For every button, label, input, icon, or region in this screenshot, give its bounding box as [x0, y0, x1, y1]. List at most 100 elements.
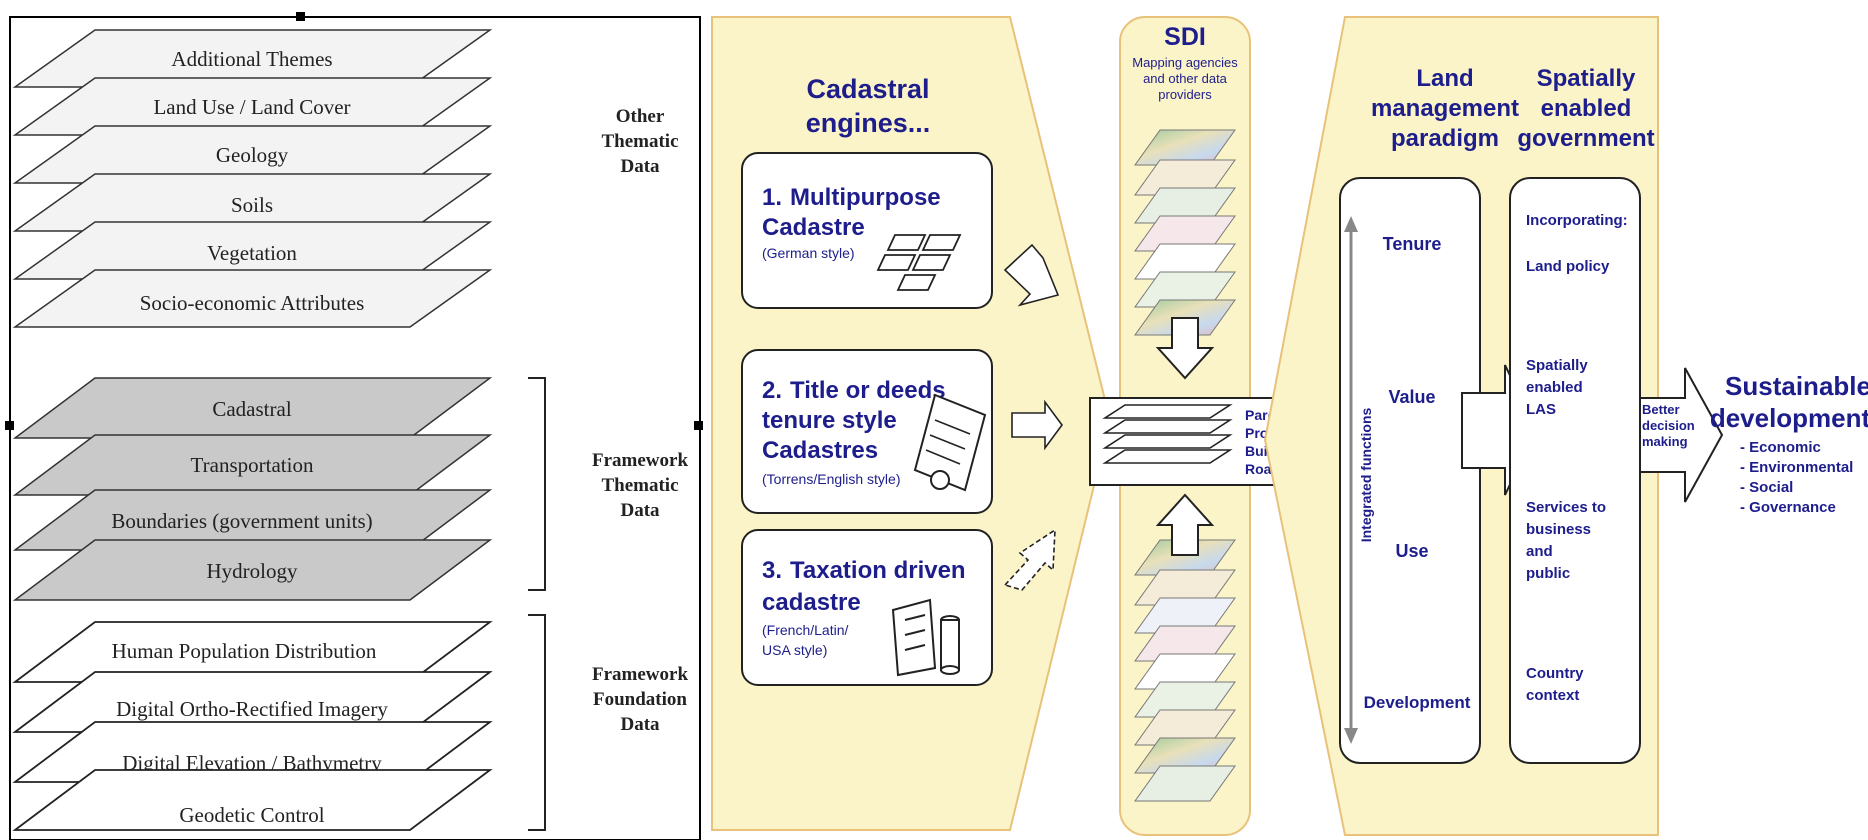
svg-text:Tenure: Tenure	[1383, 234, 1442, 254]
svg-text:Data: Data	[620, 156, 660, 177]
layer-population: Human Population Distribution	[112, 639, 377, 663]
decision-arrow: Better decision making	[1639, 367, 1724, 503]
svg-text:development: development	[1710, 403, 1868, 433]
parcels-icon	[876, 234, 962, 291]
svg-text:Cadastres: Cadastres	[762, 437, 878, 464]
svg-text:(French/Latin/: (French/Latin/	[762, 622, 848, 638]
layer-soils: Soils	[231, 193, 273, 217]
svg-text:tenure style: tenure style	[762, 407, 897, 434]
arrow-up	[1155, 493, 1215, 556]
svg-text:Framework: Framework	[592, 450, 688, 471]
sustainable-development: Sustainable development - Economic - Env…	[1710, 371, 1868, 516]
group-labels: Other Thematic Data Framework Thematic D…	[528, 106, 688, 831]
layer-stack-panel: Additional Themes Land Use / Land Cover …	[5, 12, 703, 840]
arrow-box3	[1003, 528, 1056, 591]
svg-text:Mapping agencies: Mapping agencies	[1132, 55, 1238, 70]
sdi-title: SDI	[1164, 23, 1206, 51]
svg-text:USA style): USA style)	[762, 642, 827, 658]
svg-text:Better: Better	[1642, 402, 1680, 417]
layer-socio-economic: Socio-economic Attributes	[140, 291, 365, 315]
layer-land-use: Land Use / Land Cover	[153, 95, 350, 119]
parcel-layers-icon	[1102, 404, 1233, 464]
cadastre-box-multipurpose: 1. Multipurpose Cadastre (German style)	[741, 152, 993, 309]
svg-text:enabled: enabled	[1526, 379, 1583, 396]
integrated-functions-label: Integrated functions	[1358, 408, 1374, 543]
arrow-box2	[1011, 399, 1063, 451]
cadastre-box-taxation: 3. Taxation driven cadastre (French/Lati…	[741, 529, 993, 686]
svg-text:Incorporating:: Incorporating:	[1526, 212, 1628, 229]
svg-text:making: making	[1642, 434, 1688, 449]
map-sheets-lower	[1134, 539, 1236, 802]
layer-boundaries: Boundaries (government units)	[111, 509, 372, 533]
svg-text:Services to: Services to	[1526, 499, 1606, 516]
svg-text:Data: Data	[620, 500, 660, 521]
svg-text:government: government	[1517, 125, 1654, 152]
layer-geology: Geology	[216, 143, 289, 167]
land-management-panel: Land management paradigm Spatially enabl…	[1263, 16, 1659, 836]
svg-text:Data: Data	[620, 714, 660, 735]
cadastral-title-line1: Cadastral	[806, 74, 929, 104]
svg-text:Land policy: Land policy	[1526, 258, 1610, 275]
layer-transportation: Transportation	[191, 453, 314, 477]
svg-text:Land: Land	[1416, 65, 1473, 92]
map-sheets-upper	[1134, 129, 1236, 336]
arrow-box1	[1003, 243, 1060, 307]
other-thematic-layers: Additional Themes Land Use / Land Cover …	[12, 29, 493, 328]
svg-text:Title or deeds: Title or deeds	[790, 377, 946, 404]
svg-text:Value: Value	[1388, 387, 1435, 407]
svg-text:Other: Other	[616, 106, 665, 127]
svg-text:cadastre: cadastre	[762, 589, 861, 616]
bracket-framework-foundation	[528, 614, 546, 831]
layer-geodetic: Geodetic Control	[179, 803, 324, 827]
svg-text:Development: Development	[1364, 693, 1471, 712]
government-box: Incorporating: Land policy Spatially ena…	[1509, 177, 1641, 764]
svg-text:public: public	[1526, 565, 1570, 582]
svg-text:enabled: enabled	[1541, 95, 1632, 122]
framework-thematic-layers: Cadastral Transportation Boundaries (gov…	[12, 377, 493, 601]
arrow-down	[1155, 317, 1215, 380]
svg-text:and other data: and other data	[1143, 71, 1228, 86]
svg-text:Cadastre: Cadastre	[762, 214, 865, 241]
land-management-box: Integrated functions Tenure Value Use De…	[1339, 177, 1481, 764]
svg-text:and: and	[1526, 543, 1553, 560]
svg-text:Use: Use	[1395, 541, 1428, 561]
svg-text:1.: 1.	[762, 184, 782, 211]
layer-ortho-imagery: Digital Ortho-Rectified Imagery	[116, 697, 388, 721]
layer-vegetation: Vegetation	[207, 241, 297, 265]
svg-text:2.: 2.	[762, 377, 782, 404]
svg-text:providers: providers	[1158, 87, 1212, 102]
svg-text:- Governance: - Governance	[1740, 499, 1836, 516]
svg-text:Foundation: Foundation	[593, 689, 687, 710]
svg-text:Sustainable: Sustainable	[1725, 371, 1868, 401]
layer-additional-themes: Additional Themes	[171, 47, 332, 71]
svg-text:- Social: - Social	[1740, 479, 1793, 496]
svg-text:LAS: LAS	[1526, 401, 1556, 418]
svg-text:decision: decision	[1642, 418, 1695, 433]
cadastre-box-title-deeds: 2. Title or deeds tenure style Cadastres…	[741, 349, 993, 514]
layer-hydrology: Hydrology	[207, 559, 298, 583]
svg-text:Thematic: Thematic	[601, 131, 678, 152]
svg-text:- Environmental: - Environmental	[1740, 459, 1853, 476]
svg-text:Spatially: Spatially	[1537, 65, 1636, 92]
svg-text:Framework: Framework	[592, 664, 688, 685]
svg-text:Taxation driven: Taxation driven	[790, 557, 966, 584]
certificate-icon	[913, 393, 987, 492]
framework-foundation-layers: Human Population Distribution Digital Or…	[12, 621, 493, 831]
svg-text:3.: 3.	[762, 557, 782, 584]
svg-text:- Economic: - Economic	[1740, 439, 1821, 456]
svg-text:Thematic: Thematic	[601, 475, 678, 496]
building-coins-icon	[891, 598, 960, 677]
bracket-framework-thematic	[528, 377, 546, 591]
svg-text:Spatially: Spatially	[1526, 357, 1588, 374]
layer-cadastral: Cadastral	[212, 397, 291, 421]
svg-text:(German style): (German style)	[762, 245, 855, 261]
svg-text:(Torrens/English style): (Torrens/English style)	[762, 471, 901, 487]
svg-text:paradigm: paradigm	[1391, 125, 1499, 152]
svg-text:context: context	[1526, 687, 1579, 704]
cadastral-engines-panel: Cadastral engines... 1. Multipurpose Cad…	[711, 16, 1112, 831]
cadastral-title-line2: engines...	[806, 108, 931, 138]
svg-text:management: management	[1371, 95, 1519, 122]
svg-text:Multipurpose: Multipurpose	[790, 184, 941, 211]
svg-text:Country: Country	[1526, 665, 1584, 682]
